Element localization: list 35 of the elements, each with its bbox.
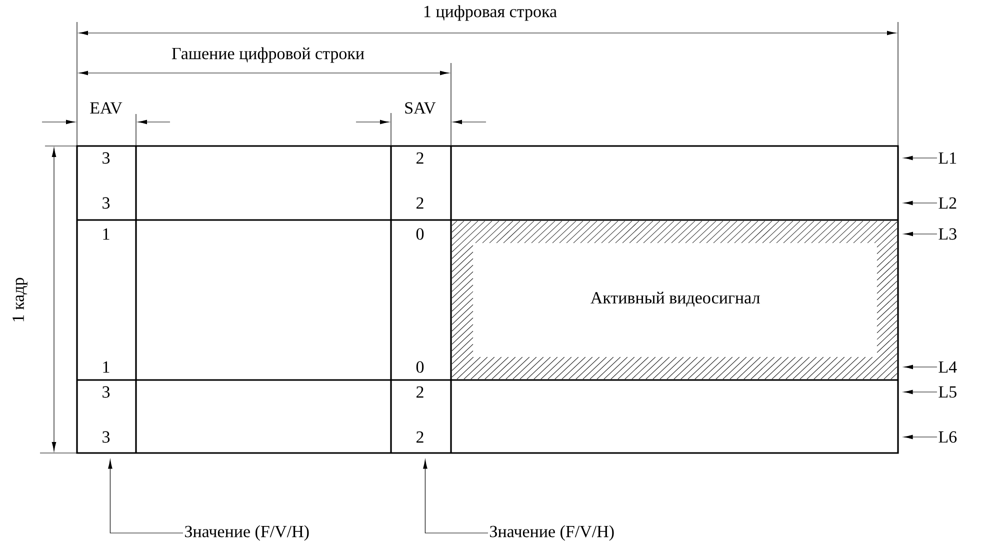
cell-value: 0 [416, 361, 424, 373]
line-label: L1 [938, 152, 956, 164]
value-label: Значение (F/V/H) [490, 525, 614, 541]
leader-line [904, 232, 938, 236]
line-label: L6 [938, 431, 957, 443]
cell-value: 2 [416, 152, 424, 164]
cell-value: 3 [102, 152, 110, 164]
cell-value: 2 [416, 431, 424, 443]
cell-value: 1 [103, 361, 110, 373]
line-label: L5 [938, 386, 956, 398]
leader-line [904, 364, 938, 370]
cell-value: 2 [416, 386, 424, 398]
line-label: L3 [938, 228, 956, 240]
dimension-label: EAV [90, 102, 122, 114]
line-label: L2 [938, 197, 956, 209]
dimension-label: 1 кадр [12, 278, 28, 322]
cell-value: 0 [416, 228, 424, 240]
dimension-label: Гашение цифровой строки [172, 47, 364, 63]
frame-border [76, 145, 899, 454]
cell-value: 1 [103, 228, 110, 240]
leader-line [904, 156, 938, 160]
dimension-label: SAV [405, 102, 436, 114]
leader-line [108, 460, 184, 534]
leader-line [423, 460, 488, 534]
leader-line [904, 200, 938, 206]
active-video-area: Активный видеосигнал [590, 292, 760, 307]
value-label: Значение (F/V/H) [185, 525, 309, 541]
leader-line [904, 434, 938, 440]
leader-line [904, 390, 938, 394]
dimension-label: 1 цифровая строка [424, 5, 557, 21]
cell-value: 2 [416, 197, 424, 209]
cell-value: 3 [102, 386, 110, 398]
cell-value: 3 [102, 197, 110, 209]
cell-value: 3 [102, 431, 110, 443]
line-label: L4 [938, 361, 957, 373]
